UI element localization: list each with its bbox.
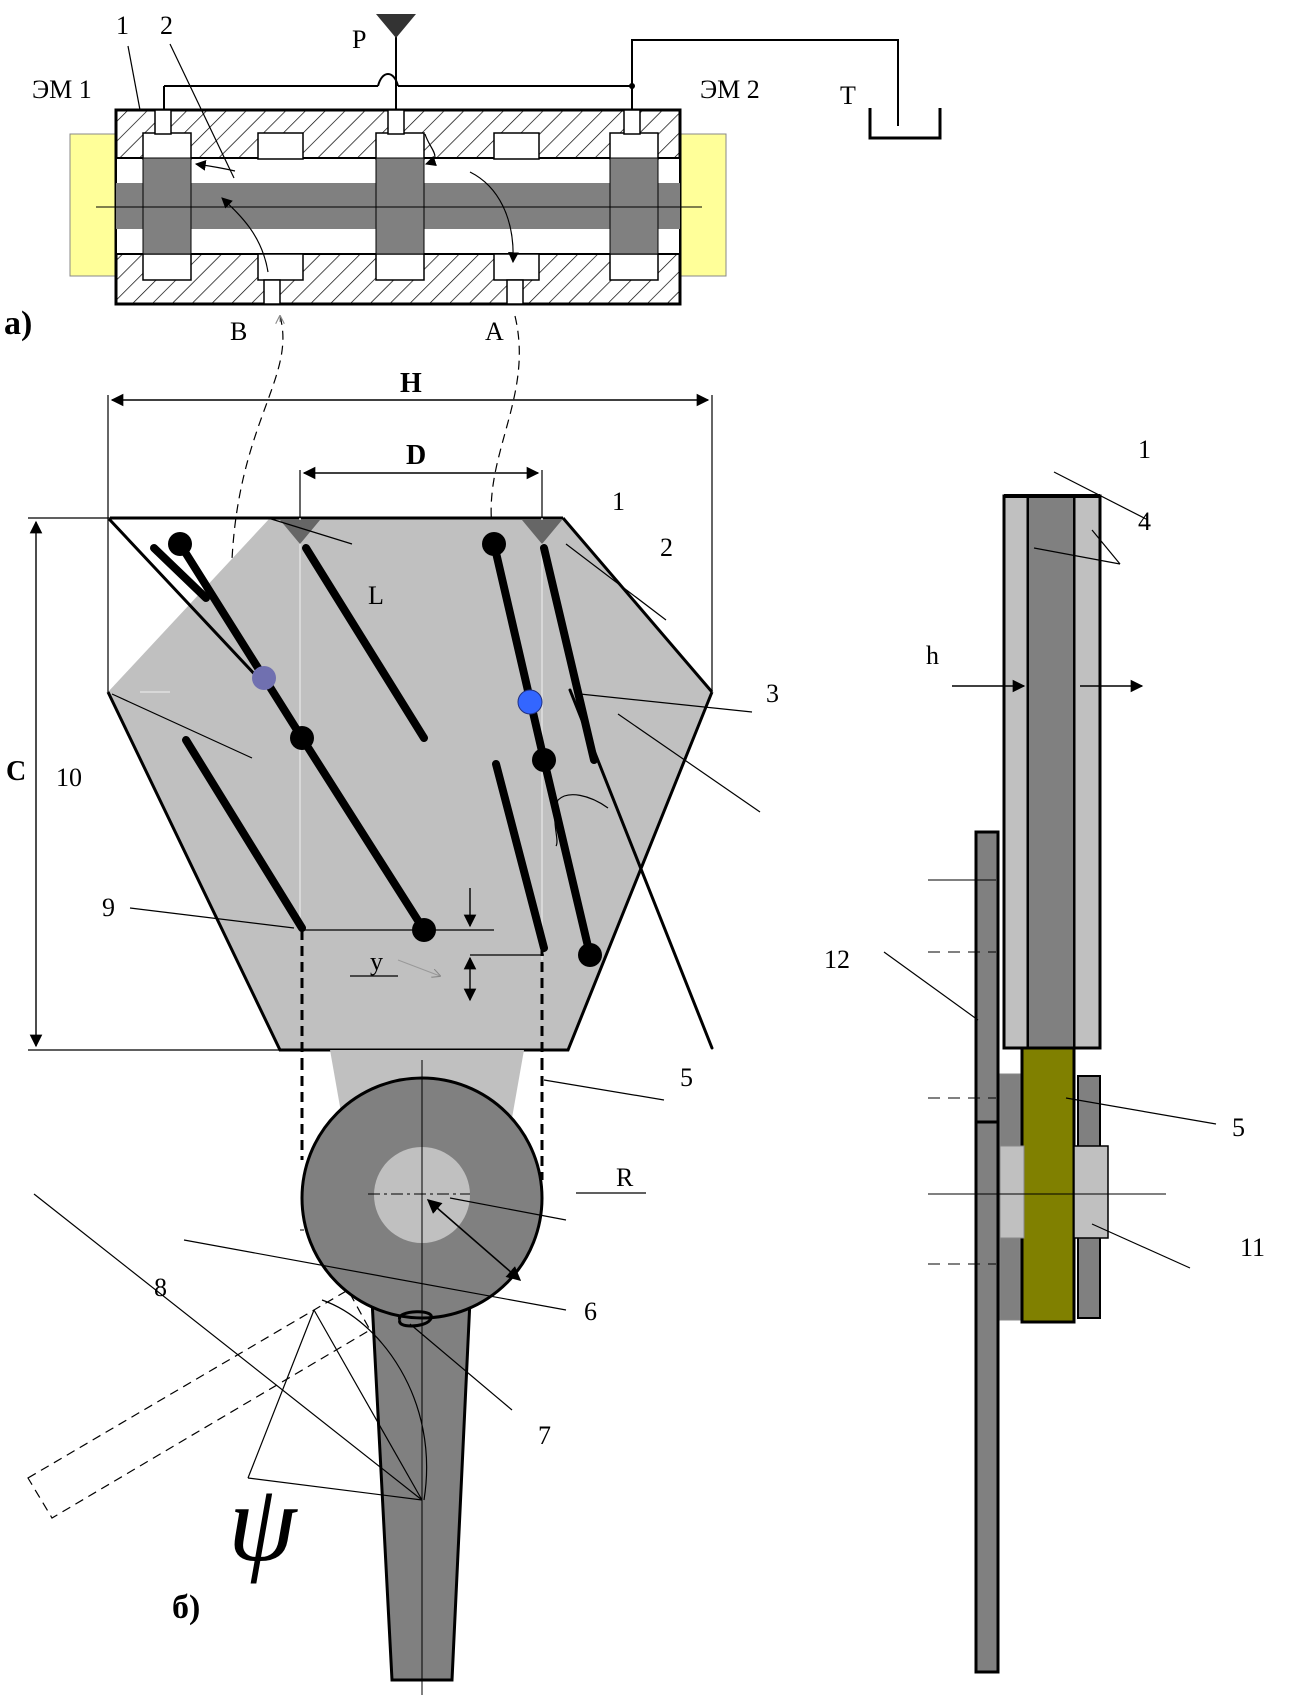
spool-land-1 bbox=[142, 157, 192, 255]
label-b: B bbox=[230, 317, 247, 346]
label-valve-2: 2 bbox=[160, 11, 173, 40]
label-side-4: 4 bbox=[1138, 507, 1151, 536]
spool-land-3 bbox=[609, 157, 659, 255]
label-part-b: б) bbox=[172, 1589, 200, 1626]
valve-assembly: ЭМ 1 ЭМ 2 P T A B 1 2 а) bbox=[4, 11, 942, 669]
label-dim-h: H bbox=[400, 368, 422, 399]
label-h: h bbox=[926, 641, 939, 670]
label-side-1: 1 bbox=[1138, 435, 1151, 464]
label-t: T bbox=[840, 81, 856, 110]
label-side-12: 12 bbox=[824, 945, 850, 974]
side-pin-right bbox=[1073, 1145, 1109, 1239]
label-side-5: 5 bbox=[1232, 1113, 1245, 1142]
label-dim-d: D bbox=[406, 440, 426, 471]
label-p: P bbox=[352, 25, 366, 54]
label-em2: ЭМ 2 bbox=[700, 75, 760, 104]
mechanism-side-view: h 1 4 12 5 11 bbox=[824, 435, 1265, 1674]
label-mech-10: 10 bbox=[56, 763, 82, 792]
label-side-11: 11 bbox=[1240, 1233, 1265, 1262]
violet-pin bbox=[252, 666, 276, 690]
label-l: L bbox=[368, 581, 384, 610]
side-pin-left bbox=[999, 1145, 1025, 1239]
label-a: A bbox=[485, 317, 504, 346]
solenoid-em1 bbox=[69, 133, 117, 277]
mechanism-front-view: H D C bbox=[6, 368, 779, 1695]
label-mech-1: 1 bbox=[612, 487, 625, 516]
lower-arm bbox=[370, 1298, 472, 1682]
label-mech-9: 9 bbox=[102, 893, 115, 922]
solenoid-em2 bbox=[679, 133, 727, 277]
side-axle bbox=[1020, 1046, 1076, 1324]
side-core bbox=[1027, 495, 1075, 1049]
side-plate-left bbox=[1002, 494, 1030, 1050]
spring-pin-icon bbox=[398, 1310, 433, 1328]
label-mech-7: 7 bbox=[538, 1421, 551, 1450]
label-valve-1: 1 bbox=[116, 11, 129, 40]
label-psi: ψ bbox=[228, 1462, 298, 1584]
label-y: y bbox=[370, 947, 383, 976]
side-plate-right bbox=[1072, 494, 1102, 1050]
label-em1: ЭМ 1 bbox=[32, 75, 92, 104]
label-mech-6: 6 bbox=[584, 1297, 597, 1326]
label-part-a: а) bbox=[4, 305, 32, 342]
housing bbox=[108, 518, 712, 1050]
tank-icon bbox=[868, 108, 942, 140]
hinge-left-icon bbox=[280, 520, 320, 544]
label-r: R bbox=[616, 1163, 634, 1192]
label-dim-c: C bbox=[6, 756, 26, 787]
hinge-right-icon bbox=[522, 520, 562, 544]
pressure-source-icon bbox=[376, 14, 416, 38]
blue-pin bbox=[517, 689, 543, 715]
label-mech-3: 3 bbox=[766, 679, 779, 708]
label-mech-8: 8 bbox=[154, 1273, 167, 1302]
label-mech-2: 2 bbox=[660, 533, 673, 562]
label-mech-5: 5 bbox=[680, 1063, 693, 1092]
spool-land-2 bbox=[375, 157, 425, 255]
